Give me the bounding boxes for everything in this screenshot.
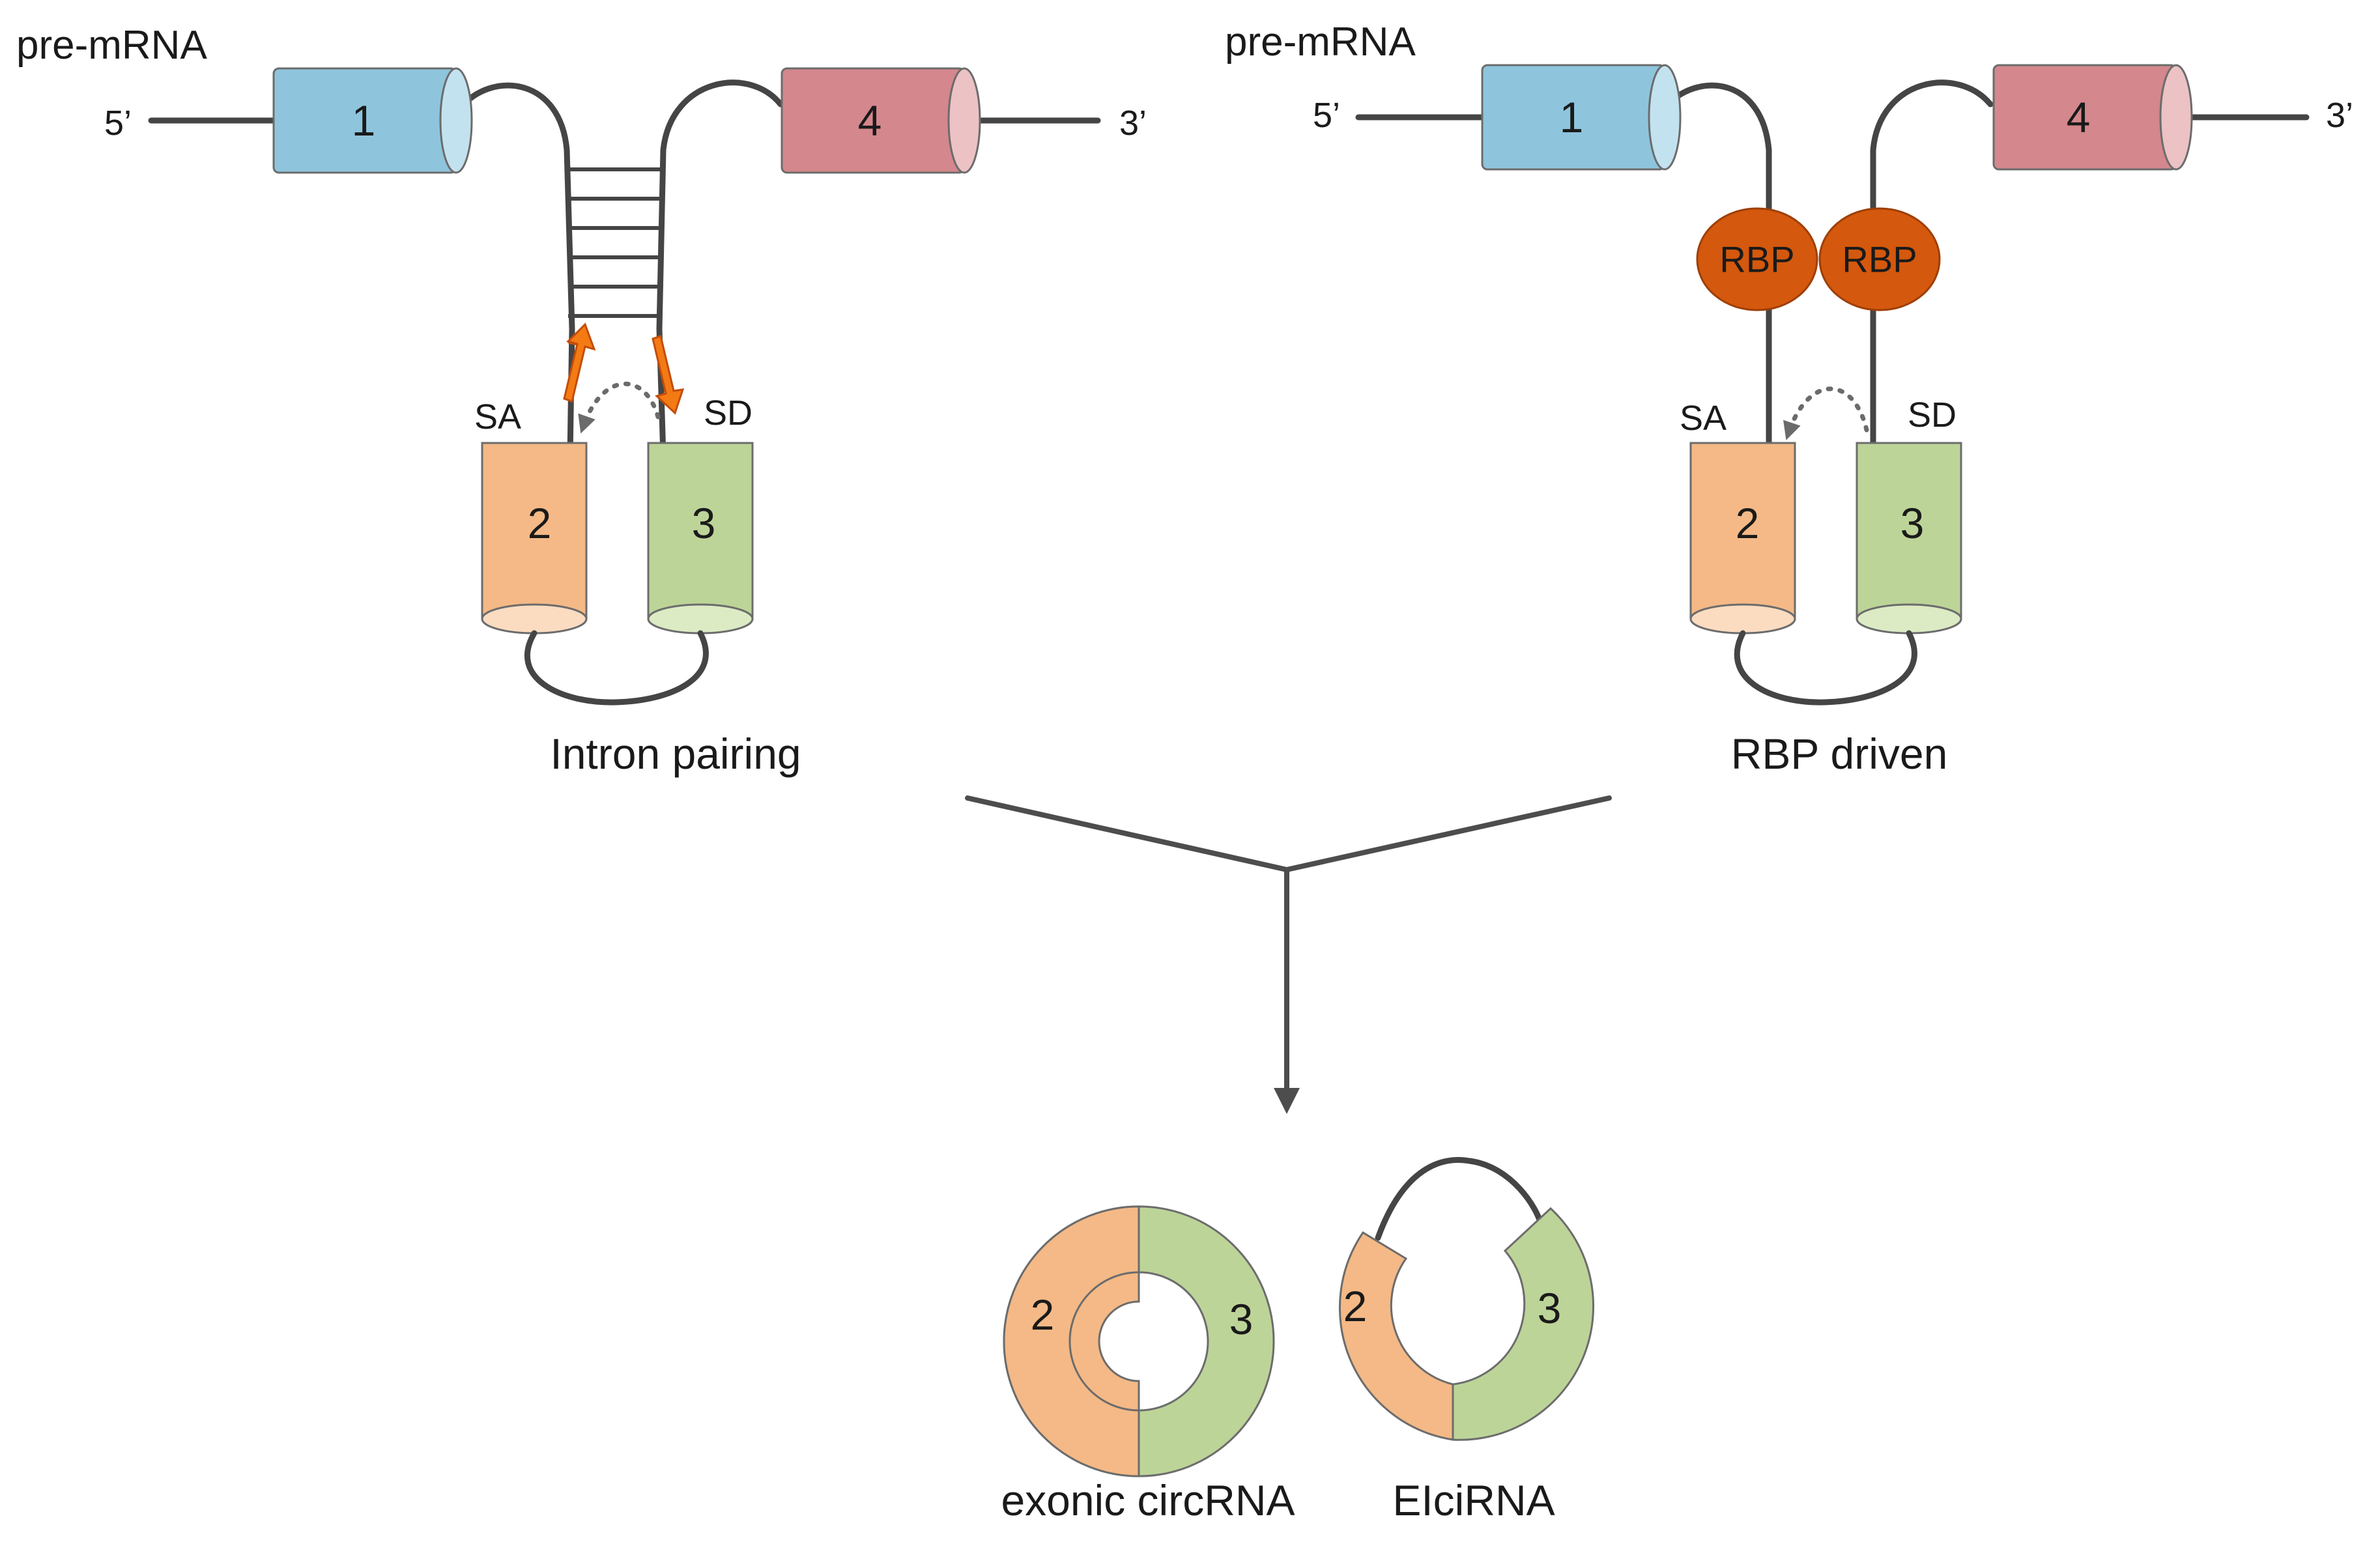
left-exon-2: 2	[481, 442, 588, 635]
left-exon-4: 4	[781, 67, 981, 174]
right-panel-rbp-driven: pre-mRNA 5’ 3’ RBP RBP SA SD 1 4	[1225, 20, 2353, 778]
left-five-prime-label: 5’	[104, 104, 132, 143]
left-sd-label: SD	[704, 393, 753, 433]
right-backsplice-dashed-arrow	[1783, 386, 1869, 440]
exonic-circrna-caption: exonic circRNA	[1001, 1476, 1295, 1524]
right-exon-2-label: 2	[1736, 499, 1760, 547]
right-exon-4: 4	[1992, 64, 2193, 171]
eicirna-label-3: 3	[1538, 1284, 1562, 1332]
right-exon-3: 3	[1856, 442, 1962, 635]
right-exon-3-label: 3	[1900, 499, 1925, 547]
left-pairing-arrow-up	[563, 322, 596, 403]
right-exon-2: 2	[1689, 442, 1796, 635]
left-exon-4-label: 4	[858, 96, 882, 145]
right-bottom-intron-loop	[1734, 630, 1917, 706]
eicirna-exon-3-segment	[1452, 1206, 1594, 1441]
right-sd-label: SD	[1908, 395, 1957, 435]
left-bottom-intron-loop	[524, 630, 709, 706]
right-intron-strand-upstream	[1665, 82, 1772, 459]
left-exon-1: 1	[272, 67, 473, 174]
right-intron-strand-downstream	[1870, 79, 1994, 459]
left-caption: Intron pairing	[550, 730, 801, 778]
right-exon-1-label: 1	[1560, 93, 1584, 141]
right-rbp-left: RBP	[1696, 207, 1818, 311]
right-rbp-left-label: RBP	[1719, 239, 1794, 280]
left-intron-strand-upstream	[461, 82, 575, 459]
exonic-circrna-label-2: 2	[1031, 1291, 1055, 1339]
left-base-pairing-ladder	[568, 167, 662, 318]
left-exon-2-label: 2	[528, 499, 552, 547]
exonic-circrna-label-3: 3	[1229, 1295, 1254, 1343]
right-three-prime-label: 3’	[2326, 96, 2353, 135]
right-sa-label: SA	[1680, 399, 1727, 438]
eicirna-caption: EIciRNA	[1392, 1476, 1555, 1524]
right-rbp-right-label: RBP	[1842, 239, 1917, 280]
exonic-circrna-exon-3-segment	[1138, 1205, 1275, 1477]
left-exon-1-label: 1	[352, 96, 376, 145]
right-exon-4-label: 4	[2067, 93, 2091, 141]
right-five-prime-label: 5’	[1313, 96, 1340, 135]
right-pre-mrna-label: pre-mRNA	[1225, 20, 1416, 64]
eicirna-retained-intron	[1375, 1157, 1544, 1241]
left-backsplice-dashed-arrow	[578, 381, 661, 434]
product-eicirna: 2 3 EIciRNA	[1338, 1157, 1594, 1524]
right-caption: RBP driven	[1731, 730, 1948, 778]
converging-connector	[965, 795, 1612, 1114]
left-pairing-arrow-down	[652, 335, 685, 415]
left-panel-intron-pairing: pre-mRNA 5’ 3’ SA SD	[16, 23, 1147, 778]
left-pre-mrna-label: pre-mRNA	[16, 23, 207, 68]
left-intron-strand-downstream	[656, 79, 784, 459]
left-sa-label: SA	[474, 397, 521, 436]
eicirna-exon-2-segment	[1338, 1231, 1454, 1441]
left-exon-3: 3	[647, 442, 754, 635]
eicirna-label-2: 2	[1343, 1282, 1368, 1330]
product-exonic-circrna: 2 3 exonic circRNA	[1001, 1205, 1295, 1524]
left-exon-3-label: 3	[692, 499, 716, 547]
right-exon-1: 1	[1481, 64, 1682, 171]
left-three-prime-label: 3’	[1119, 104, 1147, 143]
right-rbp-right: RBP	[1818, 207, 1941, 311]
